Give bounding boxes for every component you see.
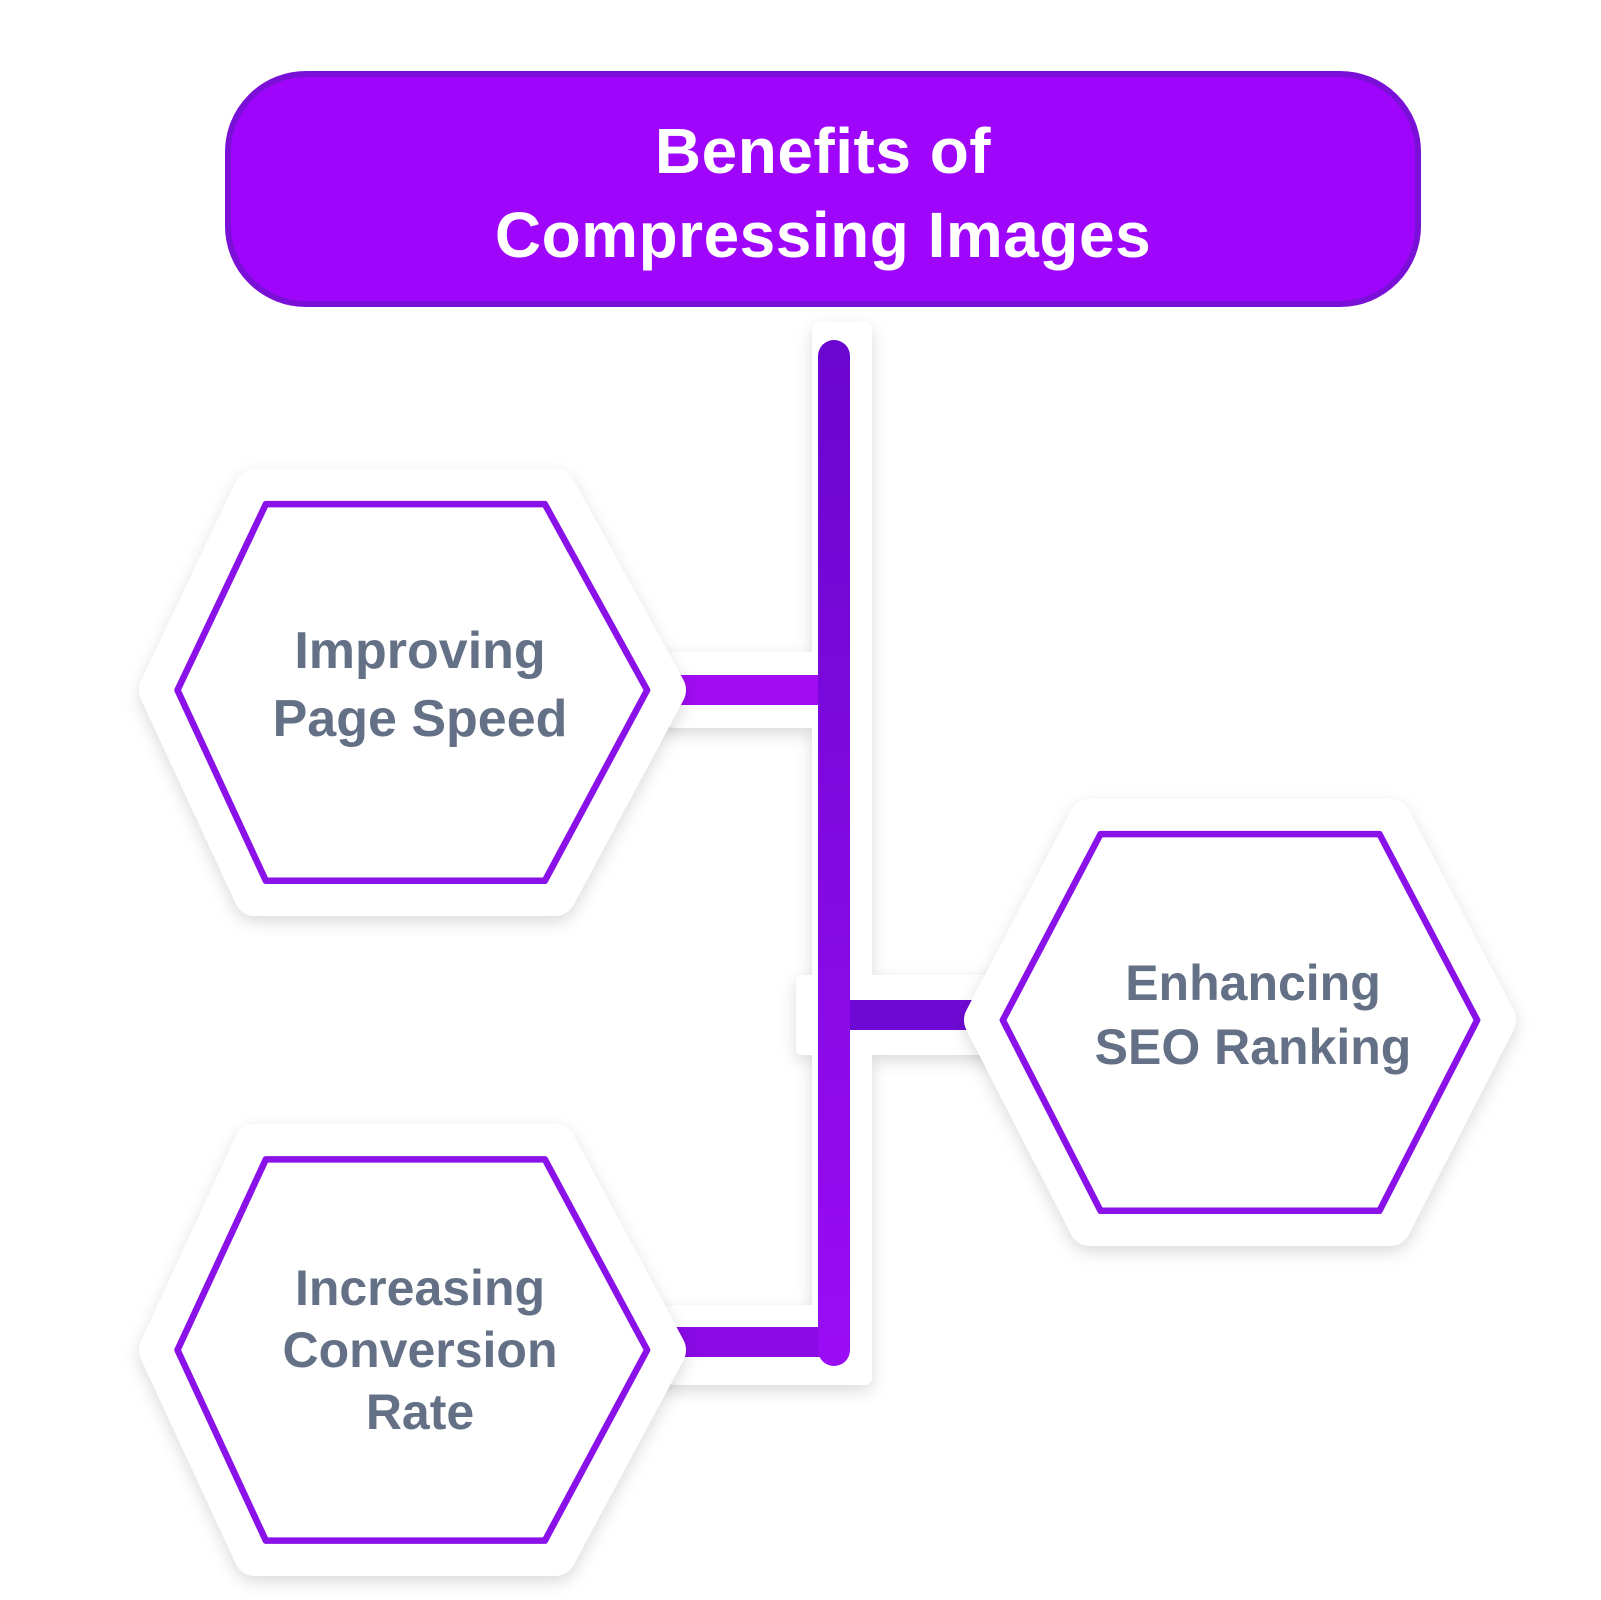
hex-node-page-speed	[139, 469, 686, 916]
title-line-1: Benefits of	[654, 114, 992, 187]
node-label-seo: Enhancing SEO Ranking	[1028, 895, 1478, 1135]
node-label-line: Rate	[365, 1384, 475, 1440]
node-label-line: Conversion	[282, 1322, 558, 1378]
node-label-line: Increasing	[294, 1260, 546, 1316]
branch-conversion	[670, 1327, 842, 1357]
node-label-page-speed: Improving Page Speed	[195, 565, 645, 805]
branch-page-speed	[670, 675, 842, 705]
node-label-line: Improving	[294, 622, 546, 680]
diagram-title: Benefits of Compressing Images	[232, 80, 1414, 305]
node-label-conversion: Increasing Conversion Rate	[195, 1230, 645, 1470]
title-line-2: Compressing Images	[494, 198, 1152, 271]
title-banner	[225, 71, 1421, 307]
hex-node-seo	[964, 799, 1516, 1246]
connector-trunk	[818, 340, 850, 1366]
node-label-line: Page Speed	[272, 690, 568, 748]
node-label-line: SEO Ranking	[1094, 1019, 1412, 1075]
hex-node-conversion	[139, 1124, 686, 1576]
node-label-line: Enhancing	[1125, 955, 1381, 1011]
